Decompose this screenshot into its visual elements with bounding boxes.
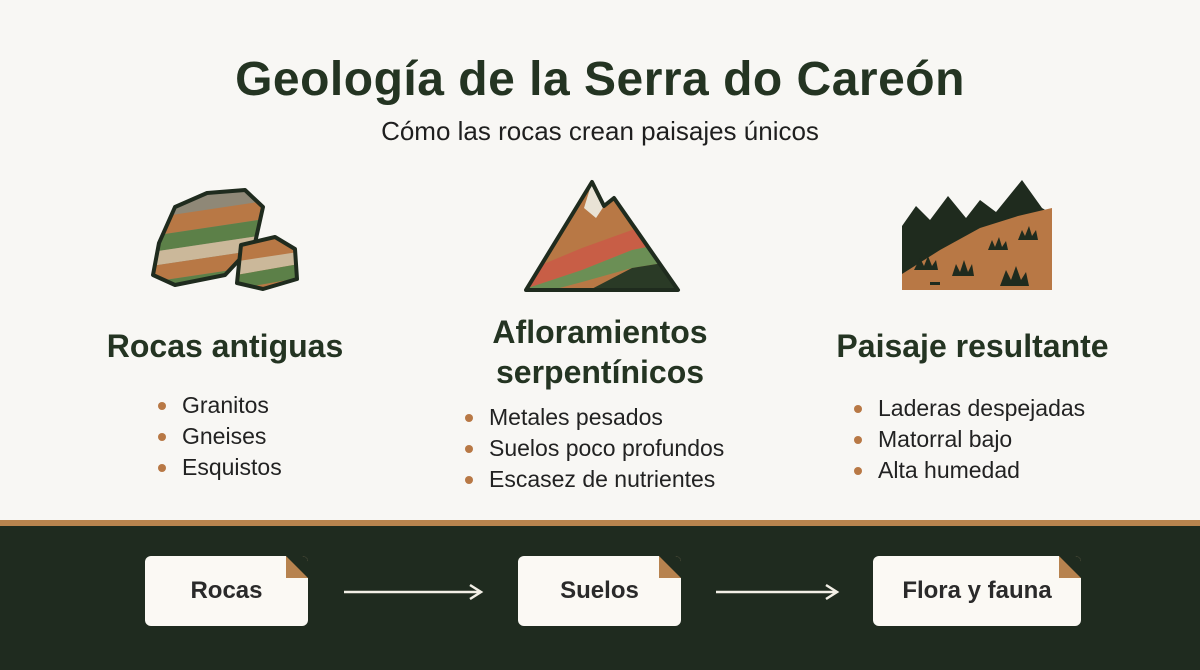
landscape-list: Laderas despejadas Matorral bajo Alta hu… — [854, 393, 1085, 486]
flow-card-rocks: Rocas — [145, 556, 308, 626]
list-item: Granitos — [158, 390, 282, 421]
rocks-list: Granitos Gneises Esquistos — [158, 390, 282, 483]
list-item: Escasez de nutrientes — [465, 464, 724, 495]
list-item: Alta humedad — [854, 455, 1085, 486]
landscape-shrub-icon — [902, 180, 1052, 290]
list-item: Suelos poco profundos — [465, 433, 724, 464]
list-item: Laderas despejadas — [854, 393, 1085, 424]
flow-arrow-icon — [344, 583, 484, 601]
column-title-rocks: Rocas antiguas — [106, 328, 344, 364]
flow-card-soils: Suelos — [518, 556, 681, 626]
column-title-landscape: Paisaje resultante — [836, 328, 1109, 364]
column-title-outcrops: Afloramientos serpentínicos — [492, 314, 708, 390]
outcrops-list: Metales pesados Suelos poco profundos Es… — [465, 402, 724, 495]
list-item: Gneises — [158, 421, 282, 452]
mountain-strata-icon — [524, 180, 680, 292]
list-item: Metales pesados — [465, 402, 724, 433]
band-divider — [0, 520, 1200, 526]
flow-arrow-icon — [716, 583, 840, 601]
list-item: Esquistos — [158, 452, 282, 483]
page-title: Geología de la Serra do Careón — [235, 53, 965, 106]
list-item: Matorral bajo — [854, 424, 1085, 455]
page-subtitle: Cómo las rocas crean paisajes únicos — [381, 116, 819, 146]
rock-layers-icon — [151, 188, 299, 291]
flow-card-flora-fauna: Flora y fauna — [873, 556, 1081, 626]
